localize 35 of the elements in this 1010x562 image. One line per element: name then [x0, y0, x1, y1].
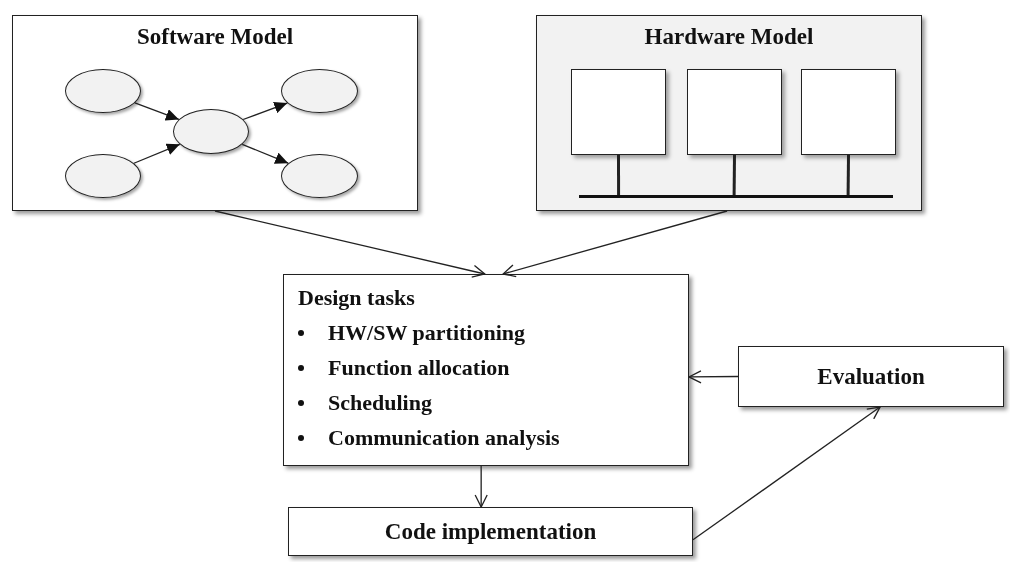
panel-title: Software Model — [136, 24, 294, 50]
ellipse-node — [173, 109, 249, 154]
hardware-block — [687, 69, 782, 155]
ellipse-node — [65, 69, 141, 113]
bullet-item: Communication analysis — [328, 425, 560, 450]
hardware-block — [571, 69, 666, 155]
panel-title: Hardware Model — [644, 24, 814, 50]
connector-line — [846, 155, 850, 195]
connector-line — [617, 155, 621, 195]
box-label: Code implementation — [384, 518, 597, 545]
arrow — [242, 101, 288, 121]
connector-line — [732, 155, 736, 195]
code-implementation-box — [288, 507, 693, 556]
arrow — [133, 143, 181, 164]
hardware-block — [801, 69, 896, 155]
bus-line — [579, 195, 893, 198]
box-heading: Design tasks — [298, 285, 415, 311]
evaluation-box — [738, 346, 1004, 407]
ellipse-node — [65, 154, 141, 198]
arrow — [241, 143, 289, 164]
arrow — [214, 210, 486, 278]
arrow — [474, 465, 488, 508]
bullet-item: Scheduling — [328, 390, 432, 415]
arrow — [692, 406, 881, 541]
bullet-item: HW/SW partitioning — [328, 320, 526, 345]
design-tasks-box — [283, 274, 689, 466]
software-model-panel — [12, 15, 418, 211]
box-label: Evaluation — [817, 363, 925, 390]
hardware-model-panel — [536, 15, 922, 211]
arrow — [134, 102, 180, 121]
ellipse-node — [281, 154, 358, 198]
arrow — [688, 370, 739, 384]
bullet-item: Function allocation — [328, 355, 510, 380]
ellipse-node — [281, 69, 358, 113]
arrow — [502, 210, 728, 278]
